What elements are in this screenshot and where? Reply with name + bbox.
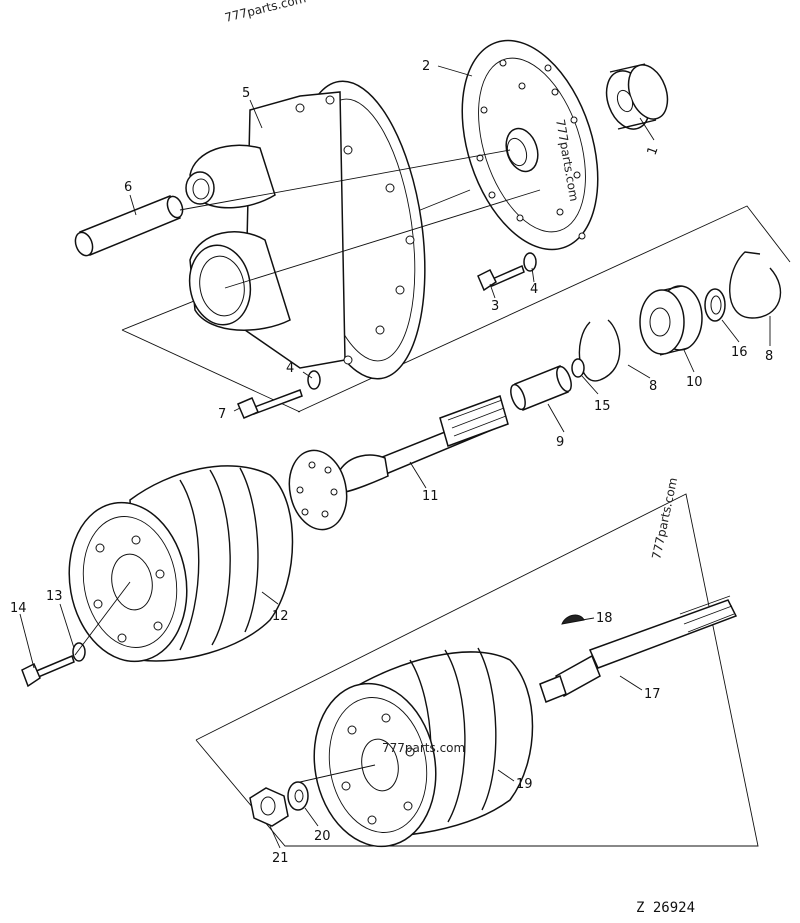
pin-part xyxy=(74,195,184,257)
callout-4-lower: 4 xyxy=(286,361,294,376)
callout-14: 14 xyxy=(10,601,27,616)
callout-8-outer: 8 xyxy=(765,349,773,364)
callout-21: 21 xyxy=(272,851,289,866)
callout-2: 2 xyxy=(422,59,430,74)
lock-washer-part-4-lower xyxy=(307,370,321,390)
callout-19: 19 xyxy=(516,777,533,792)
watermark-shaft: 777parts.com xyxy=(649,476,680,560)
washer-part-13 xyxy=(72,642,86,662)
callout-6: 6 xyxy=(124,180,132,195)
bolt-part-14 xyxy=(21,654,75,688)
splined-shaft-part-17 xyxy=(539,595,738,703)
drive-plate-part xyxy=(461,39,599,251)
drawing-code: Z 26924 xyxy=(636,900,695,916)
callout-1: 1 xyxy=(645,144,662,157)
flanged-shaft-part-11 xyxy=(288,395,509,531)
coupling-bellows-part-12 xyxy=(68,465,294,663)
spacer-sleeve-part-9 xyxy=(510,365,572,411)
callout-3: 3 xyxy=(491,299,499,314)
callout-11: 11 xyxy=(422,489,439,504)
ball-bearing-part-10 xyxy=(639,285,703,356)
watermark-top-left: 777parts.com xyxy=(223,0,307,25)
callout-15: 15 xyxy=(594,399,611,414)
hex-nut-part-21 xyxy=(249,787,289,827)
watermark-coupling: 777parts.com xyxy=(382,741,465,755)
retaining-ring-part-16 xyxy=(704,288,726,322)
callout-20: 20 xyxy=(314,829,331,844)
callout-10: 10 xyxy=(686,375,703,390)
callout-13: 13 xyxy=(46,589,63,604)
centre-lines xyxy=(74,149,541,783)
snap-ring-part-8-inner xyxy=(578,319,621,382)
callout-9: 9 xyxy=(556,435,564,450)
callout-7: 7 xyxy=(218,407,226,422)
callout-5: 5 xyxy=(242,86,250,101)
callout-12: 12 xyxy=(272,609,289,624)
woodruff-key-part-18 xyxy=(561,614,585,625)
lock-washer-part-4-upper xyxy=(523,252,537,272)
washer-part-20 xyxy=(287,781,309,811)
callout-18: 18 xyxy=(596,611,613,626)
bolt-part-7 xyxy=(237,389,303,419)
callout-17: 17 xyxy=(644,687,661,702)
callout-8-inner: 8 xyxy=(649,379,657,394)
snap-ring-part-8-outer xyxy=(729,251,782,319)
bolt-part-3 xyxy=(477,264,525,292)
callout-labels: 1 2 3 4 4 5 6 7 8 8 9 10 11 12 13 14 15 … xyxy=(10,59,773,866)
seal-ring-part xyxy=(605,63,669,130)
callout-4-upper: 4 xyxy=(530,282,538,297)
callout-16: 16 xyxy=(731,345,748,360)
leader-lines xyxy=(19,65,771,849)
washer-part-15 xyxy=(571,358,585,378)
bell-housing-part xyxy=(185,80,426,380)
